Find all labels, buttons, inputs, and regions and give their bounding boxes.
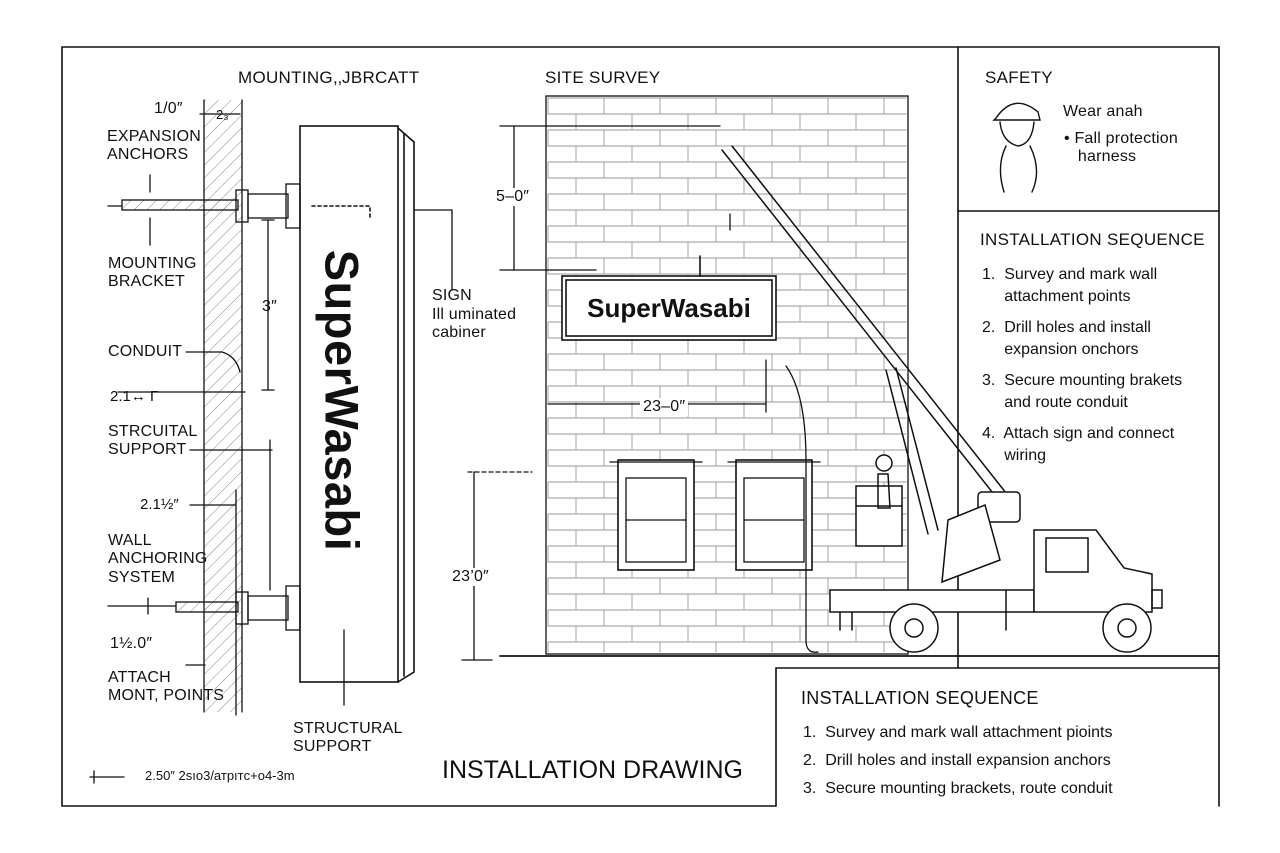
expansion-anchors-label: EXPANSION ANCHORS bbox=[107, 128, 201, 164]
mounting-bracket-bottom bbox=[175, 585, 301, 631]
safety-item-harness: • Fall protection harness bbox=[1064, 130, 1178, 166]
sign-description: Ill uminated cabiner bbox=[432, 306, 517, 342]
dim-width: 23–0″ bbox=[640, 398, 689, 417]
scale-note: 2.50″ 2sıo3/атрıтc+o4-3m bbox=[145, 768, 295, 783]
structural-support-bottom-label: STRUCTURAL SUPPORT bbox=[293, 720, 403, 756]
install-step-right-4: 4. Attach sign and connect wiring bbox=[982, 425, 1175, 465]
install-sequence-bottom-title: INSTALLATION SEQUENCE bbox=[801, 688, 1039, 708]
install-step-bottom-1: 1. Survey and mark wall attachment pioin… bbox=[803, 724, 1113, 741]
sign-side-wordmark: SuperWasabi bbox=[314, 130, 370, 670]
dim-ground: 23’0″ bbox=[452, 568, 489, 587]
dim-212: 2.1½″ bbox=[140, 496, 179, 513]
install-sequence-right-title: INSTALLATION SEQUENCE bbox=[980, 230, 1205, 249]
dim-120: 1½.0″ bbox=[110, 635, 153, 652]
dim-height: 5–0″ bbox=[496, 188, 530, 207]
boom-truck bbox=[721, 145, 1163, 653]
safety-title: SAFETY bbox=[985, 68, 1053, 87]
sign-cabinet-side bbox=[299, 125, 415, 683]
dim-small: 2₃ bbox=[216, 107, 229, 122]
site-survey-title: SITE SURVEY bbox=[545, 68, 661, 87]
brick-wall bbox=[545, 95, 909, 655]
dim-21: 2.1↔ Γ bbox=[110, 388, 159, 405]
mounting-bracket-top bbox=[121, 183, 301, 229]
dim-3: 3″ bbox=[262, 298, 277, 315]
safety-item-helmet: Wear anah bbox=[1063, 103, 1143, 120]
mounting-bracket-label: MOUNTING BRACKET bbox=[108, 255, 197, 291]
window-right bbox=[727, 459, 821, 571]
structural-support-label: STRCUITAL SUPPORT bbox=[108, 423, 198, 459]
install-step-right-2: 2. Drill holes and install expansion onc… bbox=[982, 319, 1151, 359]
drawing-title: INSTALLATION DRAWING bbox=[442, 756, 743, 784]
install-step-bottom-3: 3. Secure mounting brackets, route condu… bbox=[803, 780, 1113, 797]
install-step-right-1: 1. Survey and mark wall attachment point… bbox=[982, 266, 1158, 306]
sheet-frame bbox=[61, 46, 1220, 807]
mounting-title: MOUNTING,‚JBRCATT bbox=[238, 68, 420, 87]
install-step-right-3: 3. Secure mounting brakets and route con… bbox=[982, 372, 1183, 412]
install-step-bottom-2: 2. Drill holes and install expansion anc… bbox=[803, 752, 1111, 769]
site-sign-wordmark: SuperWasabi bbox=[587, 292, 751, 323]
worker-icon bbox=[992, 102, 1041, 193]
attach-points-label: ATTACH MONT, POINTS bbox=[108, 669, 225, 705]
conduit-label: CONDUIT bbox=[108, 343, 183, 360]
sign-label: SIGN bbox=[432, 287, 472, 304]
site-sign-cabinet bbox=[561, 255, 777, 341]
wall-anchoring-label: WALL ANCHORING SYSTEM bbox=[108, 532, 208, 586]
brick-courses bbox=[547, 97, 907, 653]
mounting-dimension-lines bbox=[89, 113, 453, 784]
dim-top: 1/0″ bbox=[154, 100, 183, 117]
sign-side-text: SuperWasabi bbox=[315, 249, 369, 551]
window-left bbox=[609, 459, 703, 571]
